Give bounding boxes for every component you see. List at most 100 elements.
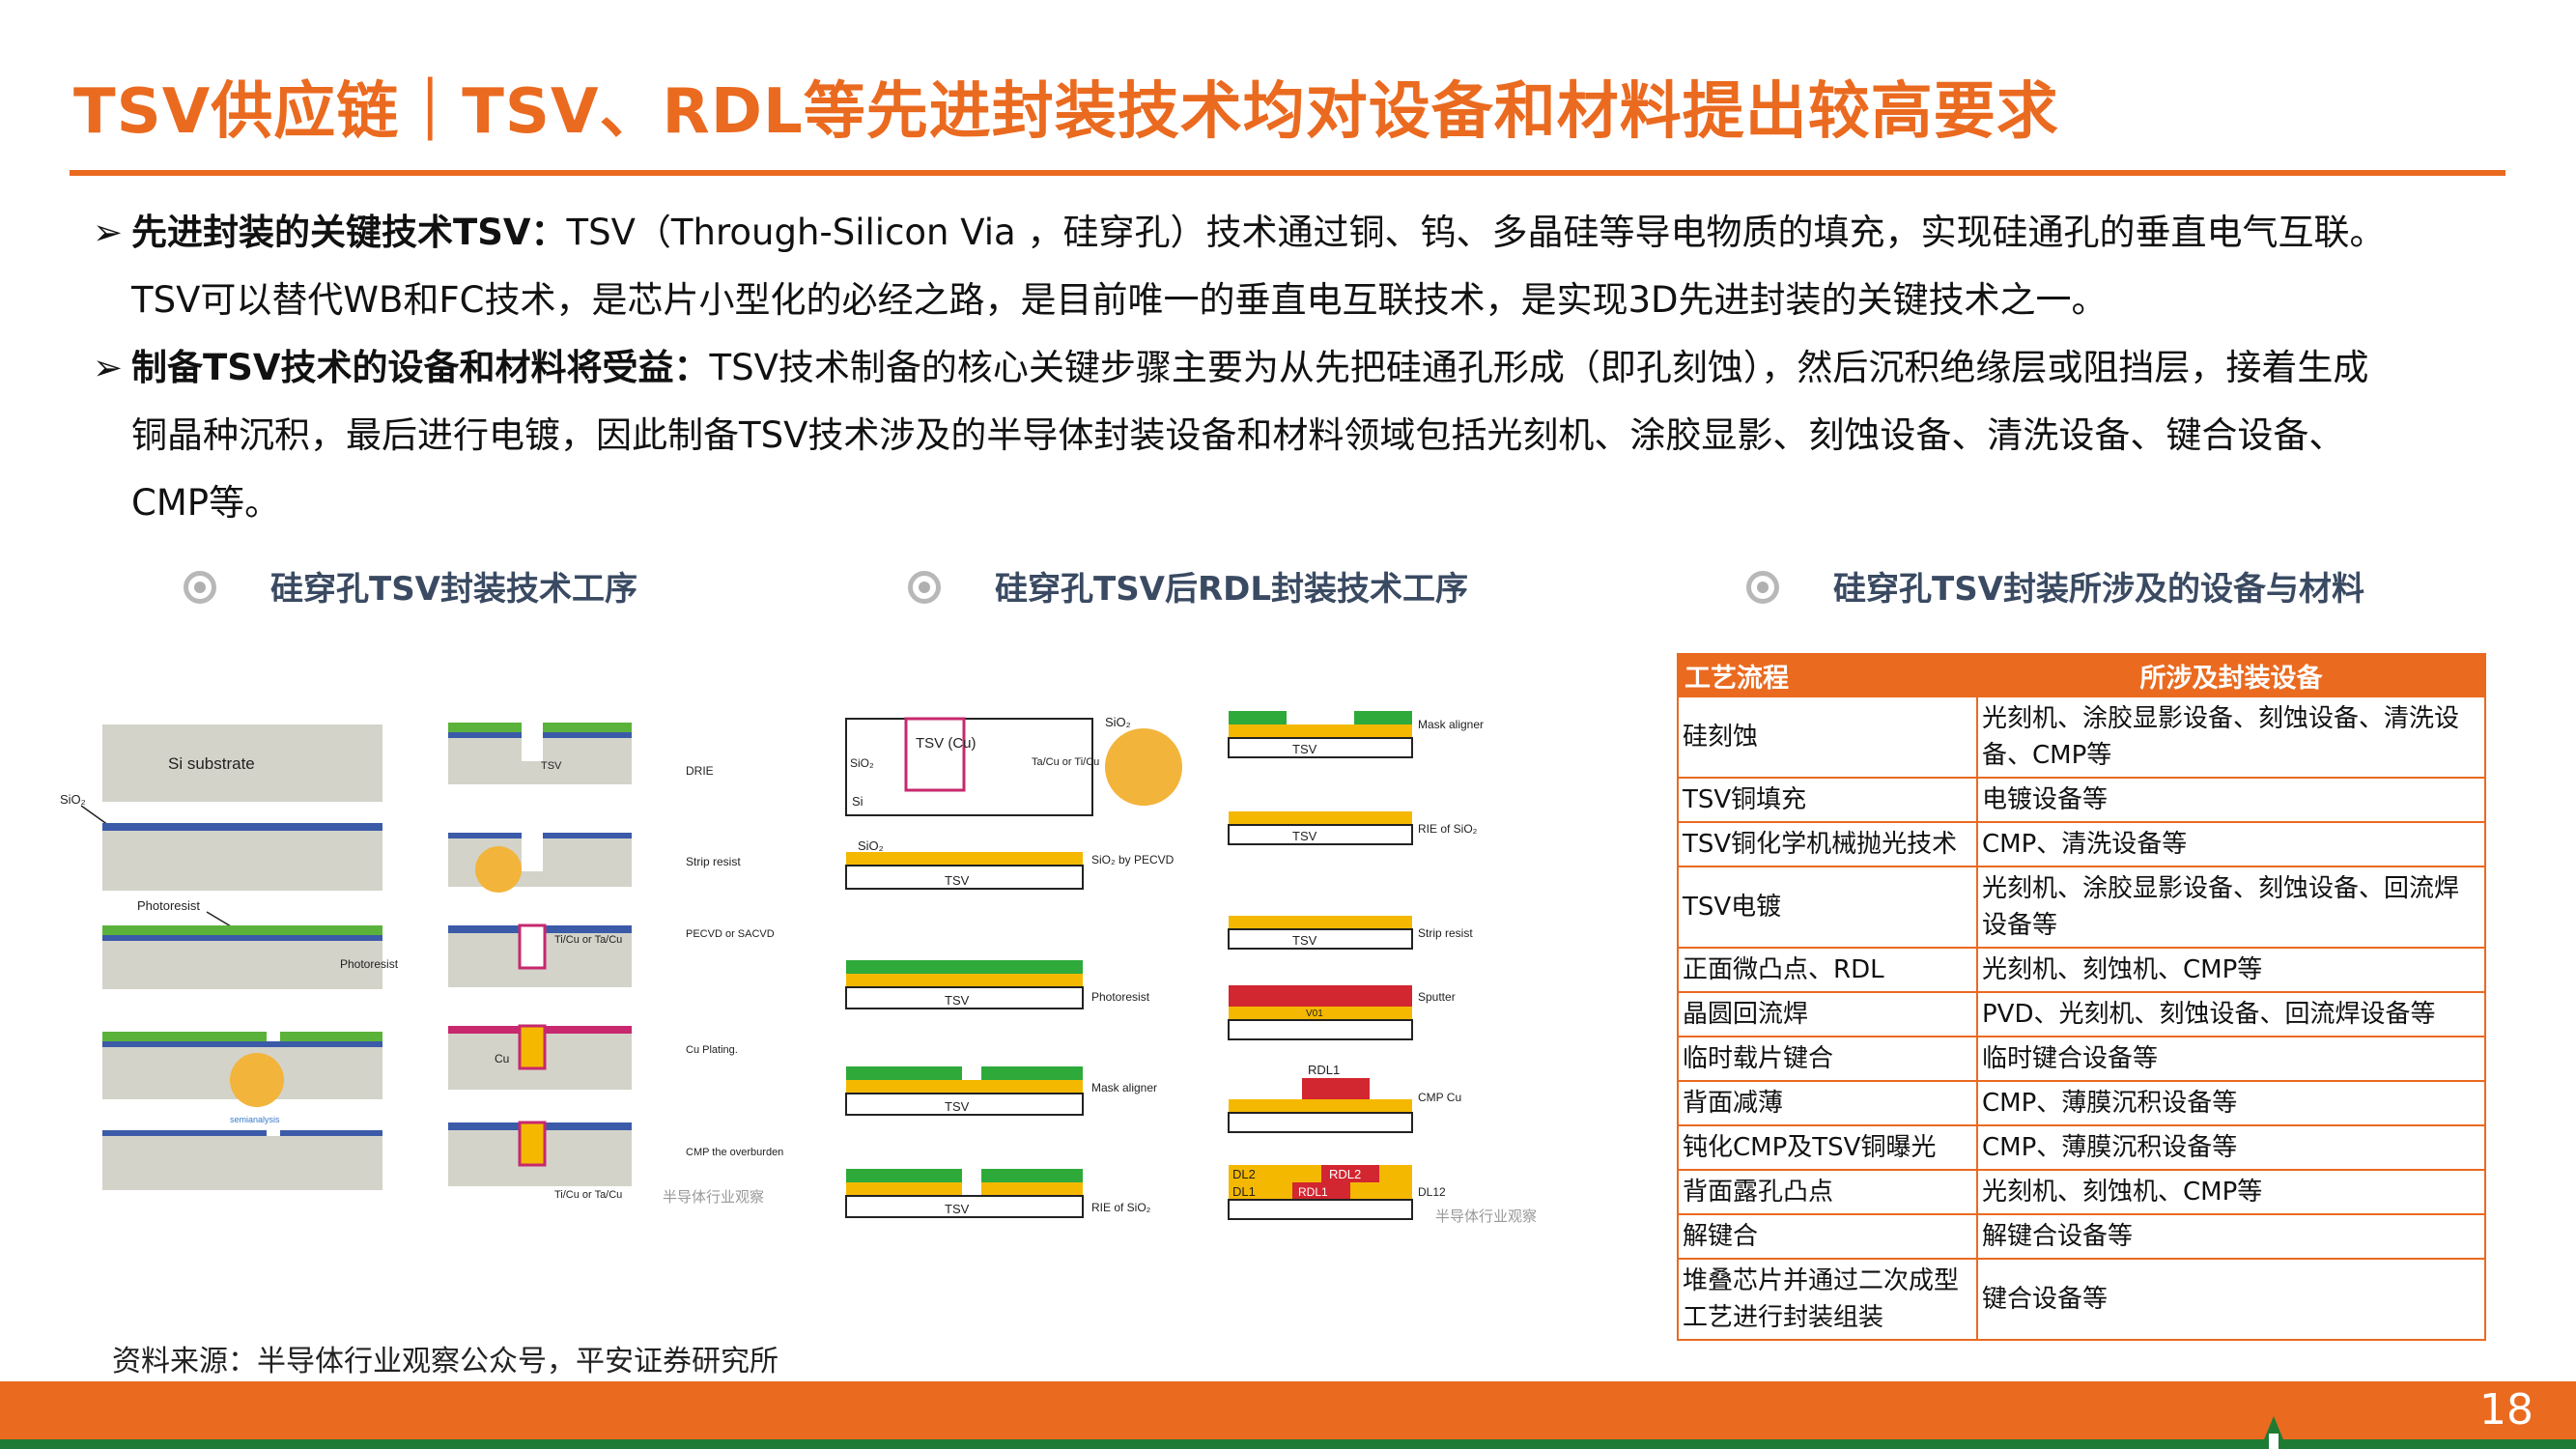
dl12-label: DL12 <box>1418 1185 1446 1199</box>
step-mask-aligner: Mask aligner <box>1091 1081 1157 1094</box>
bullet-text: TSV可以替代WB和FC技术，是芯片小型化的必经之路，是目前唯一的垂直电互联技术… <box>131 279 2108 321</box>
cell-process: 背面减薄 <box>1677 1080 1978 1126</box>
table-header-row: 工艺流程 所涉及封装设备 <box>1677 653 2486 697</box>
table-row: TSV铜填充电镀设备等 <box>1677 777 2486 823</box>
rdl2-label: RDL2 <box>1329 1167 1361 1181</box>
sio2-label-3: SiO₂ <box>858 838 884 853</box>
cell-equipment: 解键合设备等 <box>1976 1213 2486 1260</box>
tsv-label-6: TSV <box>1292 742 1317 756</box>
table-row: 临时载片键合临时键合设备等 <box>1677 1036 2486 1082</box>
step-strip-resist-2: Strip resist <box>1418 926 1473 940</box>
cell-equipment: CMP、薄膜沉积设备等 <box>1976 1124 2486 1171</box>
page-title: TSV供应链｜TSV、RDL等先进封装技术均对设备和材料提出较高要求 <box>73 76 2059 148</box>
table-row: 堆叠芯片并通过二次成型工艺进行封装组装键合设备等 <box>1677 1258 2486 1341</box>
photoresist-callout: Photoresist <box>137 898 200 913</box>
section-heading-equipment: 硅穿孔TSV封装所涉及的设备与材料 <box>1746 562 2364 610</box>
cell-process: 临时载片键合 <box>1677 1036 1978 1082</box>
dl2-label: DL2 <box>1232 1167 1256 1181</box>
cell-process: TSV铜填充 <box>1677 777 1978 823</box>
step-strip-resist: Strip resist <box>686 855 741 868</box>
page-number: 18 <box>2479 1385 2534 1435</box>
tsv-label-5: TSV <box>945 1202 970 1216</box>
step-cu-plating: Cu Plating. <box>686 1044 738 1056</box>
cell-process: 堆叠芯片并通过二次成型工艺进行封装组装 <box>1677 1258 1978 1341</box>
cu-label: Cu <box>495 1052 509 1065</box>
step-mask-aligner-2: Mask aligner <box>1418 718 1484 731</box>
cell-equipment: 光刻机、刻蚀机、CMP等 <box>1976 1169 2486 1215</box>
step-sio2-pecvd: SiO₂ by PECVD <box>1091 853 1175 867</box>
radio-bullet-icon <box>1746 570 1779 604</box>
title-divider <box>70 170 2505 176</box>
sio2-label: SiO₂ <box>60 792 86 807</box>
watermark-text-2: 半导体行业观察 <box>1435 1208 1537 1225</box>
step-photoresist: Photoresist <box>340 957 399 971</box>
footer-logo-icon <box>2260 1416 2287 1449</box>
cell-process: 解键合 <box>1677 1213 1978 1260</box>
column-header-equipment: 所涉及封装设备 <box>1976 653 2486 697</box>
tsv-label-3: TSV <box>945 993 970 1008</box>
cell-equipment: 键合设备等 <box>1976 1258 2486 1341</box>
sio2-callout: SiO₂ <box>1105 715 1131 729</box>
cell-process: 正面微凸点、RDL <box>1677 947 1978 993</box>
si-substrate-label: Si substrate <box>168 754 255 773</box>
si-label: Si <box>852 794 863 809</box>
v01-label: V01 <box>1306 1009 1323 1019</box>
cell-process: TSV电镀 <box>1677 866 1978 949</box>
cell-equipment: CMP、薄膜沉积设备等 <box>1976 1080 2486 1126</box>
step-cmp: CMP the overburden <box>686 1147 783 1158</box>
tsv-label-4: TSV <box>945 1099 970 1114</box>
table-row: 解键合解键合设备等 <box>1677 1213 2486 1260</box>
step-pecvd: PECVD or SACVD <box>686 928 775 940</box>
bullet-text: TSV（Through-Silicon Via ，硅穿孔）技术通过铜、钨、多晶硅… <box>566 212 2386 253</box>
cell-process: 钝化CMP及TSV铜曝光 <box>1677 1124 1978 1171</box>
cell-equipment: 光刻机、涂胶显影设备、刻蚀设备、清洗设备、CMP等 <box>1976 696 2486 779</box>
semianalysis-logo: semianalysis <box>230 1115 280 1124</box>
dl1-label: DL1 <box>1232 1184 1256 1199</box>
bullet-item-tsv-key-tech: ➢ 先进封装的关键技术TSV：TSV（Through-Silicon Via ，… <box>93 199 2527 334</box>
cell-process: TSV铜化学机械抛光技术 <box>1677 821 1978 867</box>
bullet-list: ➢ 先进封装的关键技术TSV：TSV（Through-Silicon Via ，… <box>93 199 2527 537</box>
tsv-label-8: TSV <box>1292 933 1317 948</box>
bullet-item-equipment-materials: ➢ 制备TSV技术的设备和材料将受益：TSV技术制备的核心关键步骤主要为从先把硅… <box>93 334 2527 537</box>
cell-process: 硅刻蚀 <box>1677 696 1978 779</box>
ta-cu-label: Ta/Cu or Ti/Cu <box>1032 756 1099 768</box>
section-heading-tsv-process: 硅穿孔TSV封装技术工序 <box>184 562 637 610</box>
footer-line <box>0 1439 2576 1449</box>
step-photoresist-2: Photoresist <box>1091 990 1150 1004</box>
tsv-label-2: TSV <box>945 873 970 888</box>
tsv-cu-label: TSV (Cu) <box>916 735 977 752</box>
bullet-heading: 先进封装的关键技术TSV： <box>131 212 567 253</box>
step-rie: RIE of SiO₂ <box>1091 1201 1151 1214</box>
bullet-text: CMP等。 <box>131 482 281 524</box>
table-row: TSV电镀光刻机、涂胶显影设备、刻蚀设备、回流焊设备等 <box>1677 866 2486 949</box>
cell-equipment: 光刻机、刻蚀机、CMP等 <box>1976 947 2486 993</box>
section-heading-rdl-process: 硅穿孔TSV后RDL封装技术工序 <box>908 562 1468 610</box>
bullet-heading: 制备TSV技术的设备和材料将受益： <box>131 347 710 388</box>
rdl-process-diagram: TSV (Cu) SiO₂ Si SiO₂ Ta/Cu or Ti/Cu TSV… <box>845 711 1537 1225</box>
radio-bullet-icon <box>908 570 941 604</box>
tsv-process-diagram: Si substrate SiO₂ Photoresist Photoresis… <box>60 723 783 1206</box>
tsv-label-7: TSV <box>1292 829 1317 843</box>
equipment-table: 工艺流程 所涉及封装设备 硅刻蚀光刻机、涂胶显影设备、刻蚀设备、清洗设备、CMP… <box>1677 653 2486 1341</box>
table-row: 背面露孔凸点光刻机、刻蚀机、CMP等 <box>1677 1169 2486 1215</box>
cell-equipment: CMP、清洗设备等 <box>1976 821 2486 867</box>
cell-equipment: 光刻机、涂胶显影设备、刻蚀设备、回流焊设备等 <box>1976 866 2486 949</box>
bullet-text: TSV技术制备的核心关键步骤主要为从先把硅通孔形成（即孔刻蚀），然后沉积绝缘层或… <box>709 347 2369 388</box>
cell-equipment: 电镀设备等 <box>1976 777 2486 823</box>
step-rie-2: RIE of SiO₂ <box>1418 822 1478 836</box>
step-cmp-2: CMP Cu <box>1418 1091 1461 1104</box>
cell-equipment: PVD、光刻机、刻蚀设备、回流焊设备等 <box>1976 991 2486 1037</box>
cell-process: 晶圆回流焊 <box>1677 991 1978 1037</box>
ticu-label-2: Ti/Cu or Ta/Cu <box>554 1189 622 1201</box>
table-row: 硅刻蚀光刻机、涂胶显影设备、刻蚀设备、清洗设备、CMP等 <box>1677 696 2486 779</box>
footer-bar <box>0 1381 2576 1439</box>
sio2-label-2: SiO₂ <box>850 756 874 770</box>
arrow-bullet-icon: ➢ <box>93 212 124 253</box>
tsv-label: TSV <box>541 760 562 772</box>
step-sputter: Sputter <box>1418 990 1456 1004</box>
